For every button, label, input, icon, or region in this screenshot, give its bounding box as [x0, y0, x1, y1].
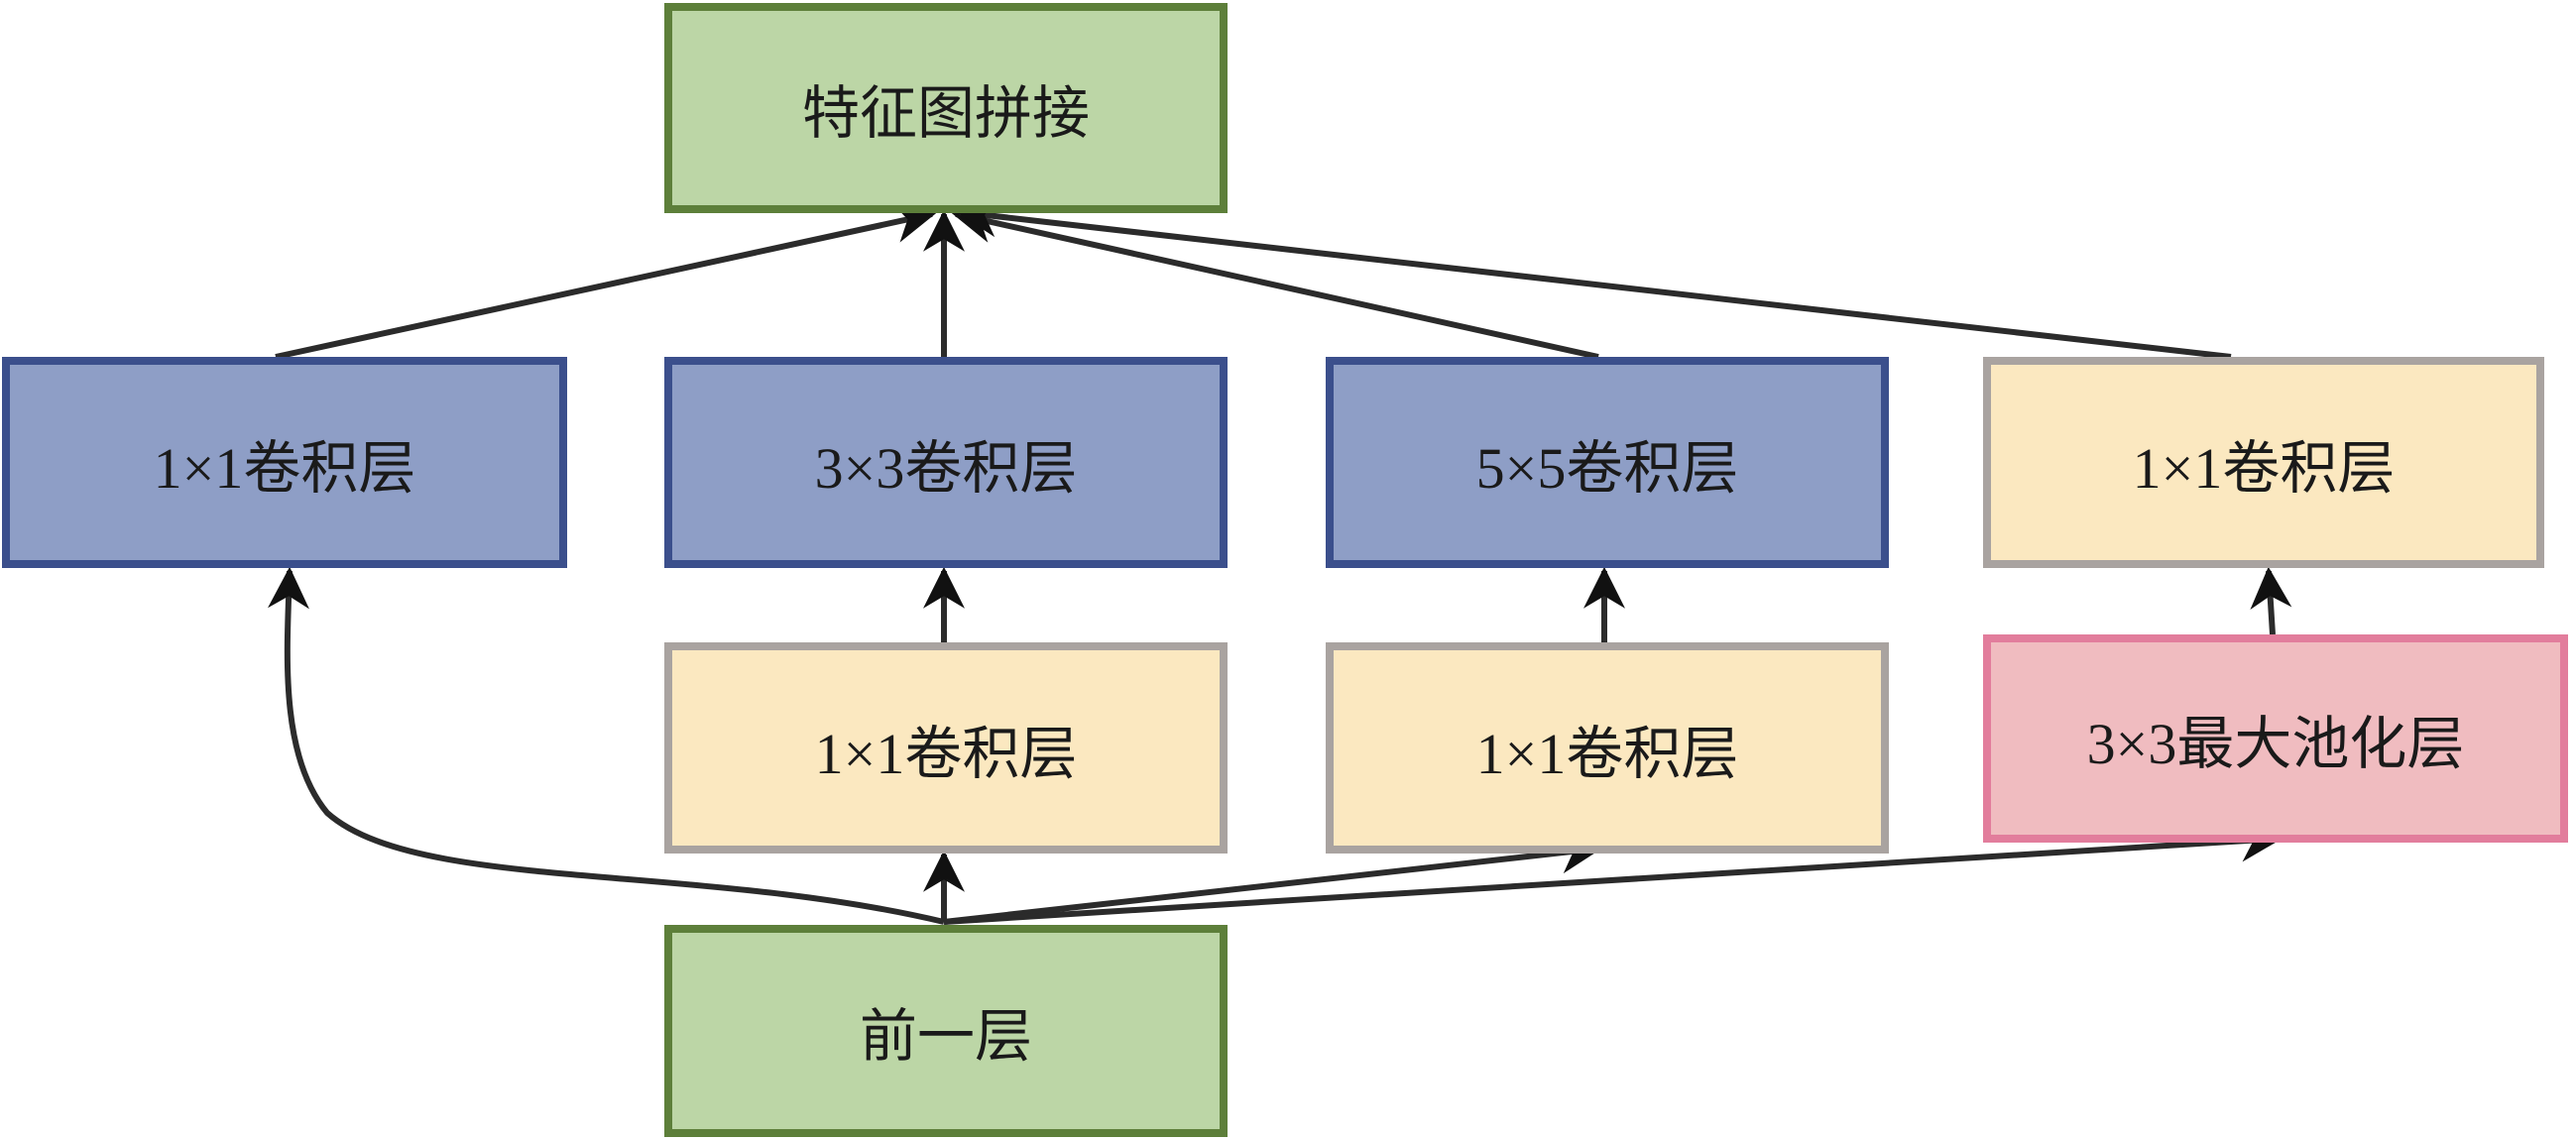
node-conv5x5: 5×5卷积层 [1326, 357, 1889, 568]
node-conv3x3: 3×3卷积层 [664, 357, 1228, 568]
edge-prev-to-conv1x1-a [267, 566, 945, 925]
node-conv1x1-branch1: 1×1卷积层 [2, 357, 567, 568]
node-conv1x1-branch2: 1×1卷积层 [664, 642, 1228, 854]
edge-maxpool-to-conv1x1-d [2250, 566, 2292, 635]
edge-conv1x1-a-to-concat [275, 201, 937, 360]
node-feature-map-concat: 特征图拼接 [664, 3, 1228, 213]
edge-prev-to-conv1x1-c [943, 832, 1603, 925]
node-conv1x1-branch3: 1×1卷积层 [1326, 642, 1889, 854]
edge-conv5x5-to-concat [951, 201, 1599, 360]
edge-conv1x1-d-to-concat [955, 195, 2232, 360]
edge-prev-to-maxpool [943, 820, 2283, 925]
node-previous-layer: 前一层 [664, 925, 1228, 1137]
node-conv1x1-branch4: 1×1卷积层 [1983, 357, 2544, 568]
node-maxpool3x3: 3×3最大池化层 [1983, 634, 2568, 843]
